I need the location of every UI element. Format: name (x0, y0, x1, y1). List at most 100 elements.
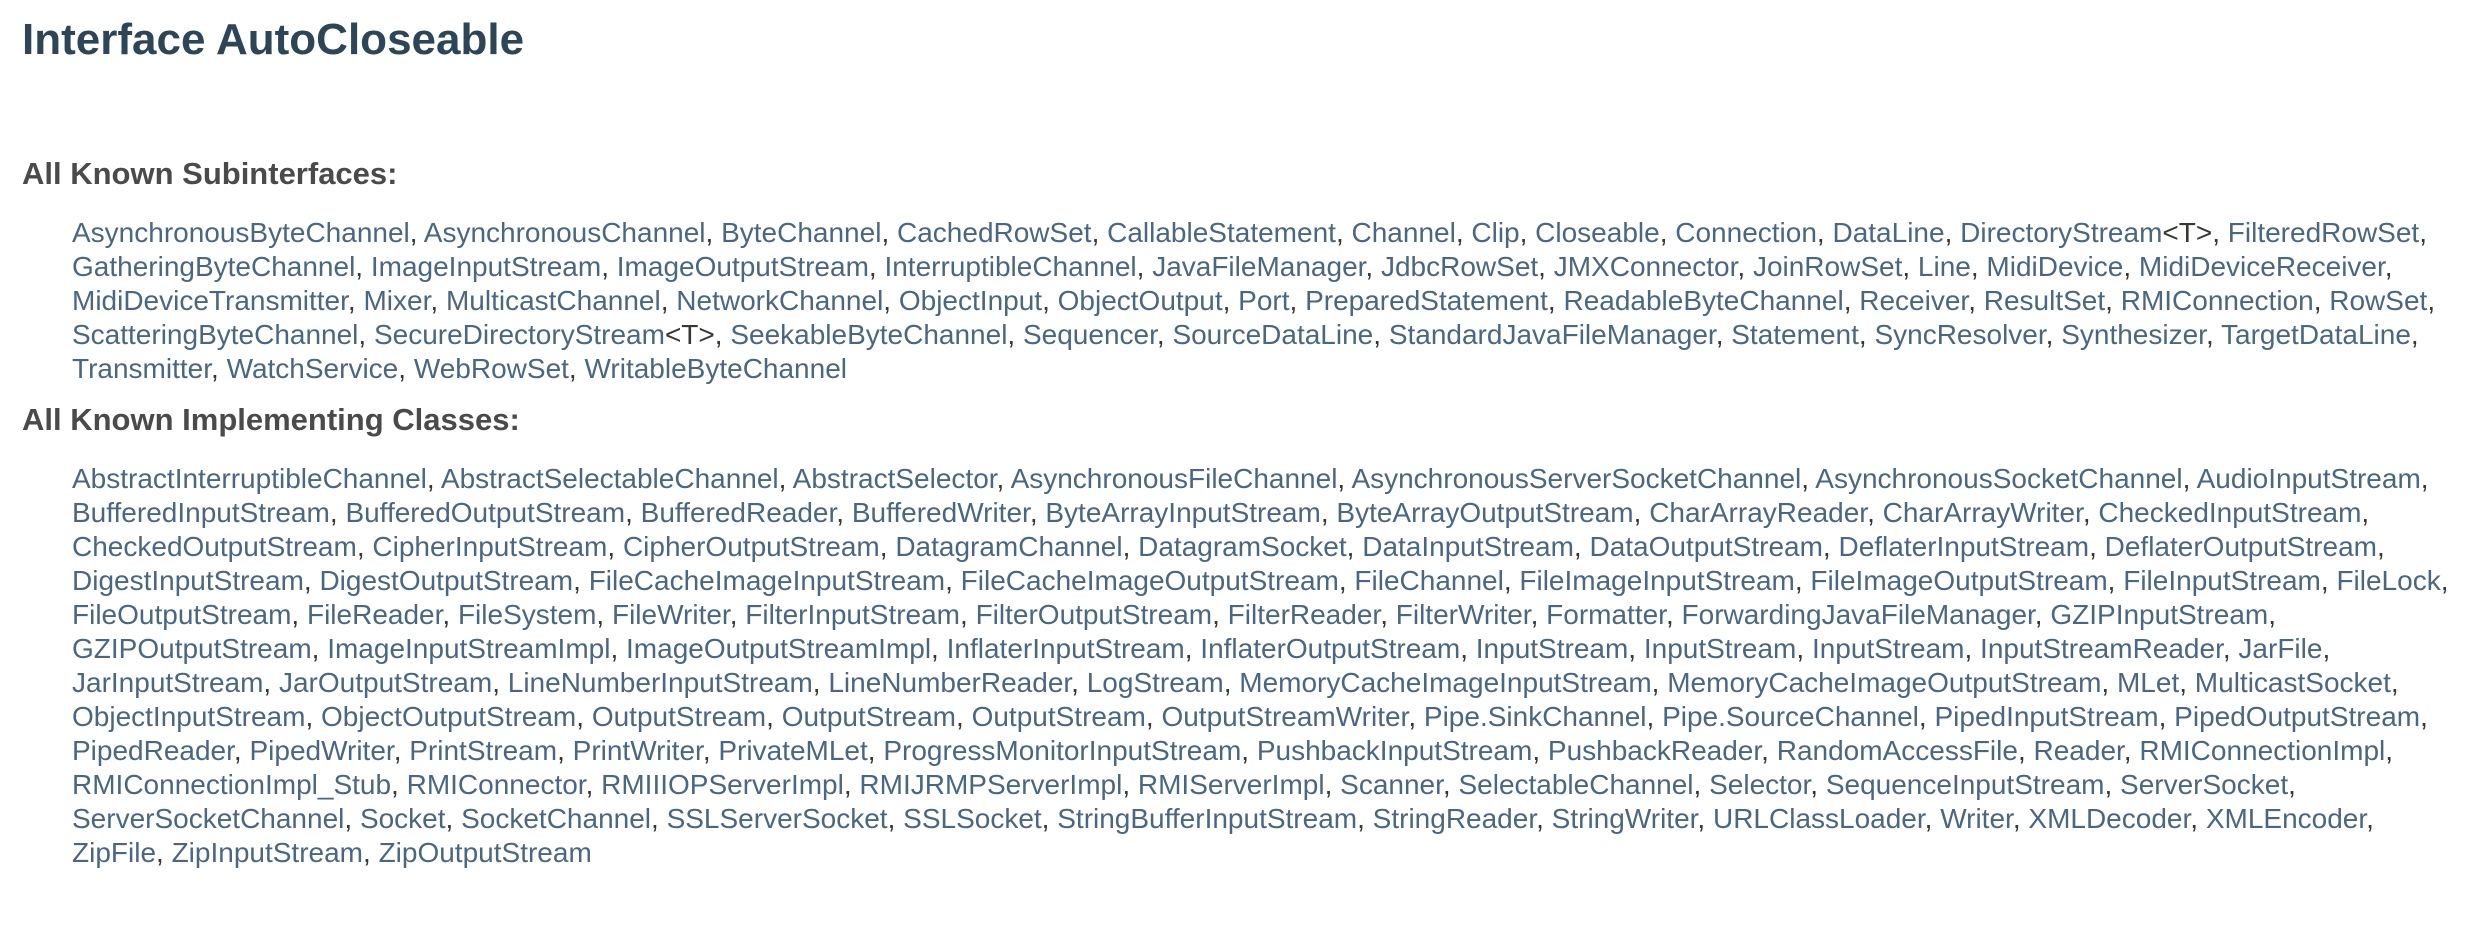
class-link[interactable]: Writer (1940, 803, 2013, 834)
class-link[interactable]: GZIPOutputStream (72, 633, 312, 664)
class-link[interactable]: FilterOutputStream (975, 599, 1213, 630)
class-link[interactable]: PrintWriter (572, 735, 703, 766)
class-link[interactable]: RMIConnection (2120, 285, 2314, 316)
class-link[interactable]: LineNumberReader (828, 667, 1072, 698)
class-link[interactable]: StringWriter (1551, 803, 1698, 834)
class-link[interactable]: FileImageOutputStream (1810, 565, 2108, 596)
class-link[interactable]: SeekableByteChannel (730, 319, 1008, 350)
class-link[interactable]: ServerSocket (2120, 769, 2289, 800)
class-link[interactable]: DatagramSocket (1138, 531, 1347, 562)
class-link[interactable]: Sequencer (1022, 319, 1157, 350)
class-link[interactable]: RMIJRMPServerImpl (859, 769, 1123, 800)
class-link[interactable]: ObjectInput (898, 285, 1043, 316)
class-link[interactable]: FilterInputStream (745, 599, 961, 630)
class-link[interactable]: BufferedWriter (851, 497, 1030, 528)
class-link[interactable]: FileCacheImageOutputStream (960, 565, 1339, 596)
class-link[interactable]: Scanner (1340, 769, 1443, 800)
class-link[interactable]: DigestOutputStream (319, 565, 574, 596)
class-link[interactable]: FilteredRowSet (2227, 217, 2420, 248)
class-link[interactable]: SSLServerSocket (666, 803, 888, 834)
class-link[interactable]: Formatter (1546, 599, 1666, 630)
class-link[interactable]: DeflaterInputStream (1838, 531, 2090, 562)
class-link[interactable]: FilterReader (1227, 599, 1381, 630)
class-link[interactable]: Transmitter (72, 353, 211, 384)
class-link[interactable]: GZIPInputStream (2050, 599, 2269, 630)
class-link[interactable]: MidiDeviceTransmitter (72, 285, 348, 316)
class-link[interactable]: ObjectOutput (1057, 285, 1223, 316)
class-link[interactable]: RMIServerImpl (1137, 769, 1325, 800)
class-link[interactable]: LineNumberInputStream (507, 667, 813, 698)
class-link[interactable]: PushbackReader (1547, 735, 1762, 766)
class-link[interactable]: FilterWriter (1395, 599, 1531, 630)
class-link[interactable]: XMLEncoder (2205, 803, 2367, 834)
class-link[interactable]: PreparedStatement (1305, 285, 1548, 316)
class-link[interactable]: PipedReader (72, 735, 234, 766)
class-link[interactable]: ByteChannel (721, 217, 882, 248)
class-link[interactable]: PipedInputStream (1934, 701, 2159, 732)
class-link[interactable]: RandomAccessFile (1776, 735, 2018, 766)
class-link[interactable]: AudioInputStream (2196, 463, 2421, 494)
class-link[interactable]: InputStream (1811, 633, 1965, 664)
class-link[interactable]: InterruptibleChannel (884, 251, 1137, 282)
class-link[interactable]: RMIIIOPServerImpl (601, 769, 844, 800)
class-link[interactable]: DirectoryStream (1960, 217, 2163, 248)
class-link[interactable]: StringBufferInputStream (1057, 803, 1358, 834)
class-link[interactable]: SSLSocket (903, 803, 1042, 834)
class-link[interactable]: RMIConnector (406, 769, 586, 800)
class-link[interactable]: JoinRowSet (1752, 251, 1903, 282)
class-link[interactable]: CachedRowSet (897, 217, 1092, 248)
class-link[interactable]: Channel (1351, 217, 1456, 248)
class-link[interactable]: SyncResolver (1874, 319, 2046, 350)
class-link[interactable]: ZipFile (72, 837, 157, 868)
class-link[interactable]: ImageOutputStream (616, 251, 869, 282)
class-link[interactable]: ServerSocketChannel (72, 803, 345, 834)
class-link[interactable]: Pipe.SinkChannel (1423, 701, 1647, 732)
class-link[interactable]: InflaterInputStream (946, 633, 1185, 664)
class-link[interactable]: CipherInputStream (372, 531, 608, 562)
class-link[interactable]: ProgressMonitorInputStream (883, 735, 1242, 766)
class-link[interactable]: MulticastSocket (2194, 667, 2391, 698)
class-link[interactable]: FileImageInputStream (1519, 565, 1795, 596)
class-link[interactable]: SecureDirectoryStream (373, 319, 665, 350)
class-link[interactable]: Socket (359, 803, 446, 834)
class-link[interactable]: Selector (1709, 769, 1811, 800)
class-link[interactable]: CharArrayWriter (1882, 497, 2083, 528)
class-link[interactable]: NetworkChannel (676, 285, 884, 316)
class-link[interactable]: ForwardingJavaFileManager (1681, 599, 2035, 630)
class-link[interactable]: FileInputStream (2123, 565, 2321, 596)
class-link[interactable]: OutputStream (781, 701, 956, 732)
class-link[interactable]: StandardJavaFileManager (1388, 319, 1716, 350)
class-link[interactable]: PrintStream (409, 735, 558, 766)
class-link[interactable]: FileReader (306, 599, 443, 630)
class-link[interactable]: SourceDataLine (1172, 319, 1374, 350)
class-link[interactable]: DataLine (1832, 217, 1945, 248)
class-link[interactable]: ImageInputStreamImpl (327, 633, 611, 664)
class-link[interactable]: CallableStatement (1107, 217, 1336, 248)
class-link[interactable]: ByteArrayInputStream (1045, 497, 1321, 528)
class-link[interactable]: Synthesizer (2061, 319, 2206, 350)
class-link[interactable]: XMLDecoder (2028, 803, 2191, 834)
class-link[interactable]: BufferedReader (640, 497, 837, 528)
class-link[interactable]: InputStream (1643, 633, 1797, 664)
class-link[interactable]: AsynchronousFileChannel (1010, 463, 1338, 494)
class-link[interactable]: BufferedInputStream (72, 497, 330, 528)
class-link[interactable]: MidiDeviceReceiver (2138, 251, 2385, 282)
class-link[interactable]: JdbcRowSet (1380, 251, 1539, 282)
class-link[interactable]: MemoryCacheImageOutputStream (1667, 667, 2102, 698)
class-link[interactable]: PipedOutputStream (2174, 701, 2421, 732)
class-link[interactable]: OutputStream (591, 701, 767, 732)
class-link[interactable]: ResultSet (1983, 285, 2106, 316)
class-link[interactable]: SequenceInputStream (1825, 769, 2105, 800)
class-link[interactable]: Mixer (363, 285, 431, 316)
class-link[interactable]: JarFile (2238, 633, 2323, 664)
class-link[interactable]: Reader (2033, 735, 2124, 766)
class-link[interactable]: TargetDataLine (2221, 319, 2411, 350)
class-link[interactable]: OutputStream (971, 701, 1146, 732)
class-link[interactable]: ZipOutputStream (378, 837, 592, 868)
class-link[interactable]: AbstractInterruptibleChannel (72, 463, 427, 494)
class-link[interactable]: CheckedInputStream (2098, 497, 2362, 528)
class-link[interactable]: CharArrayReader (1649, 497, 1868, 528)
class-link[interactable]: JarOutputStream (278, 667, 493, 698)
class-link[interactable]: DataOutputStream (1589, 531, 1823, 562)
class-link[interactable]: SelectableChannel (1458, 769, 1694, 800)
